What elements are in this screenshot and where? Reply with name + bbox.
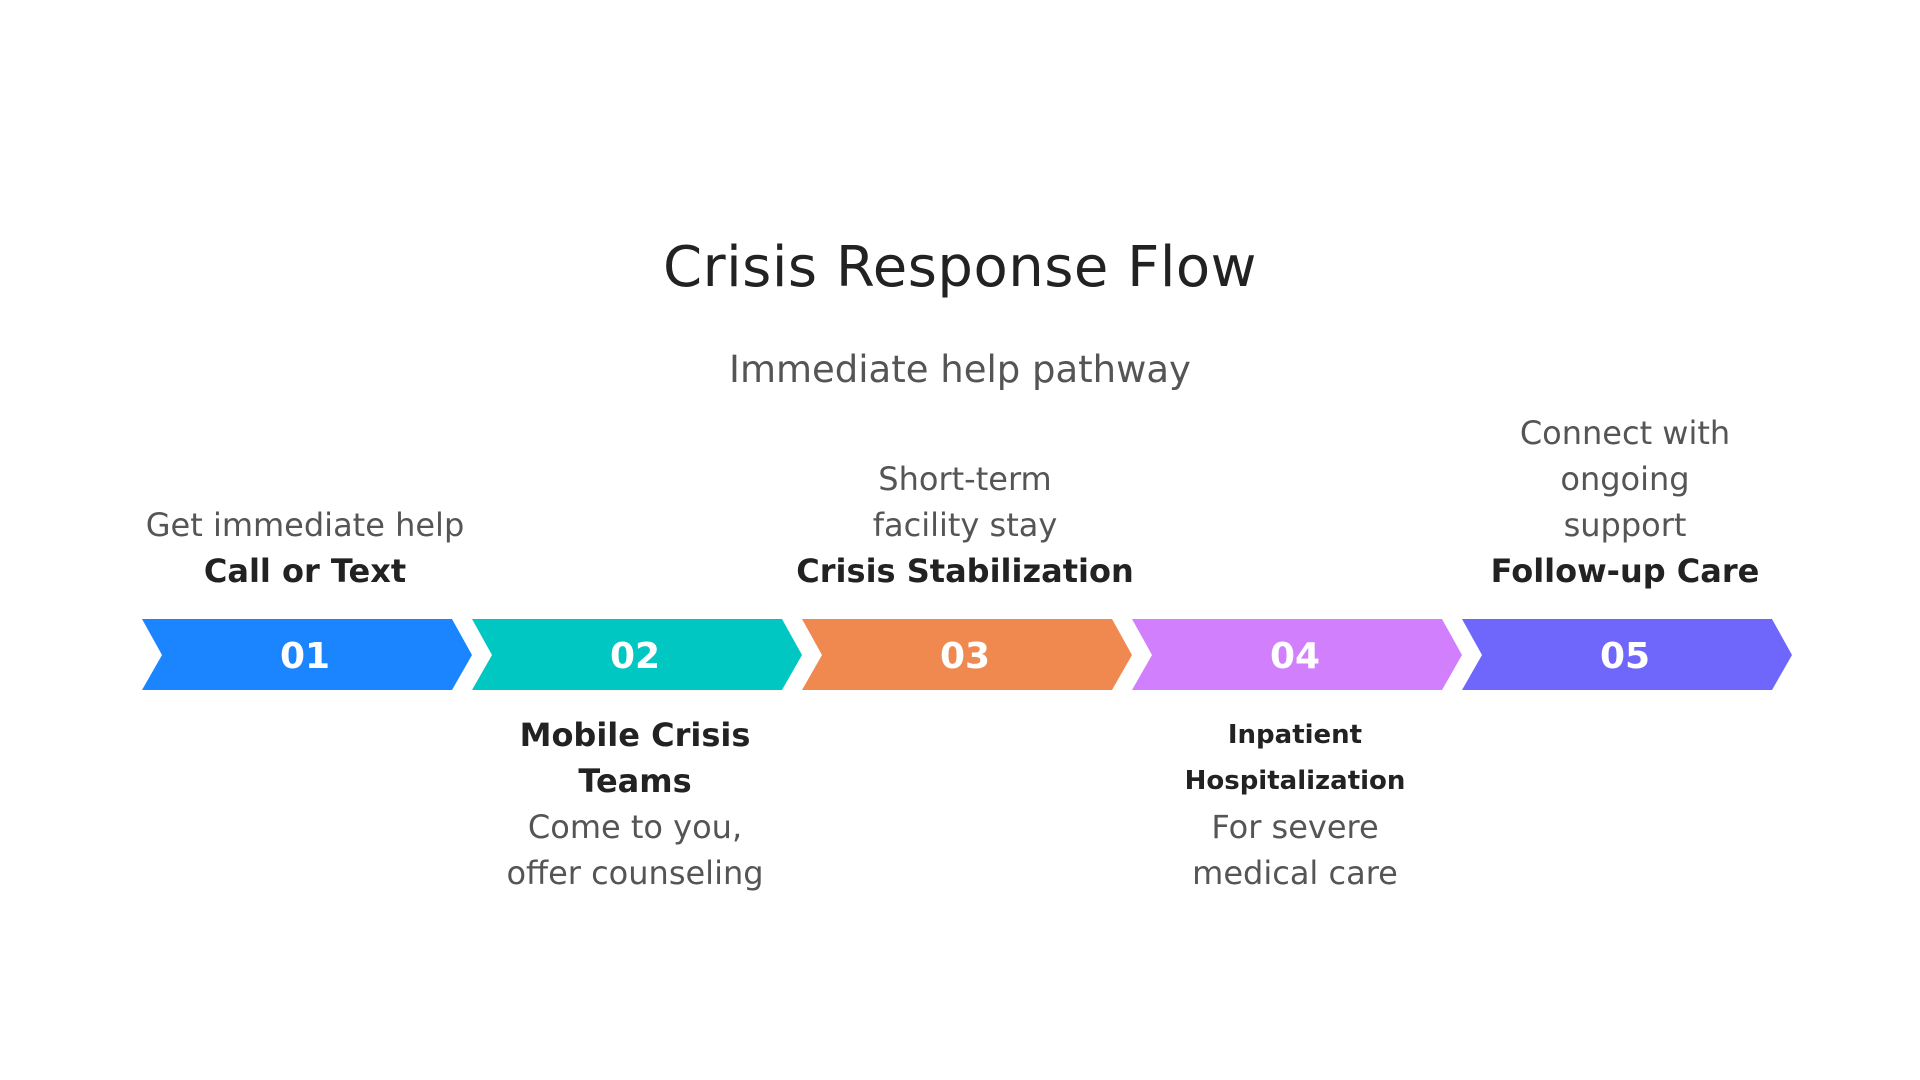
step-number-3: 03 — [940, 636, 990, 677]
step-description-4: For severe medical care — [1192, 808, 1398, 892]
step-heading-3: Crisis Stabilization — [796, 552, 1134, 590]
step-shape-5 — [1462, 619, 1792, 690]
step-chevron-5: 05 — [1462, 619, 1792, 690]
step-chevron-1: 01 — [142, 619, 472, 690]
step-label-3: Short-term facility stay Crisis Stabiliz… — [795, 456, 1135, 594]
diagram-subtitle: Immediate help pathway — [729, 348, 1191, 391]
step-label-1: Get immediate help Call or Text — [135, 502, 475, 594]
step-label-5: Connect with ongoing support Follow-up C… — [1455, 410, 1795, 594]
step-shape-1 — [142, 619, 472, 690]
step-number-5: 05 — [1600, 636, 1650, 677]
step-heading-4: Inpatient Hospitalization — [1184, 720, 1406, 796]
diagram-title: Crisis Response Flow — [663, 235, 1257, 300]
step-heading-5: Follow-up Care — [1490, 552, 1760, 590]
step-label-4: Inpatient Hospitalization For severe med… — [1125, 712, 1465, 896]
step-number-2: 02 — [610, 636, 660, 677]
step-shape-2 — [472, 619, 802, 690]
step-heading-2: Mobile Crisis Teams — [519, 716, 751, 800]
step-chevron-2: 02 — [472, 619, 802, 690]
step-shape-3 — [802, 619, 1132, 690]
step-shape-4 — [1132, 619, 1462, 690]
step-chevron-3: 03 — [802, 619, 1132, 690]
step-chevron-4: 04 — [1132, 619, 1462, 690]
step-heading-1: Call or Text — [203, 552, 407, 590]
step-description-2: Come to you, offer counseling — [506, 808, 764, 892]
step-description-3: Short-term facility stay — [872, 460, 1058, 544]
step-description-5: Connect with ongoing support — [1519, 414, 1731, 544]
step-number-1: 01 — [280, 636, 330, 677]
step-number-4: 04 — [1270, 636, 1320, 677]
step-description-1: Get immediate help — [145, 506, 465, 544]
step-label-2: Mobile Crisis Teams Come to you, offer c… — [465, 712, 805, 896]
